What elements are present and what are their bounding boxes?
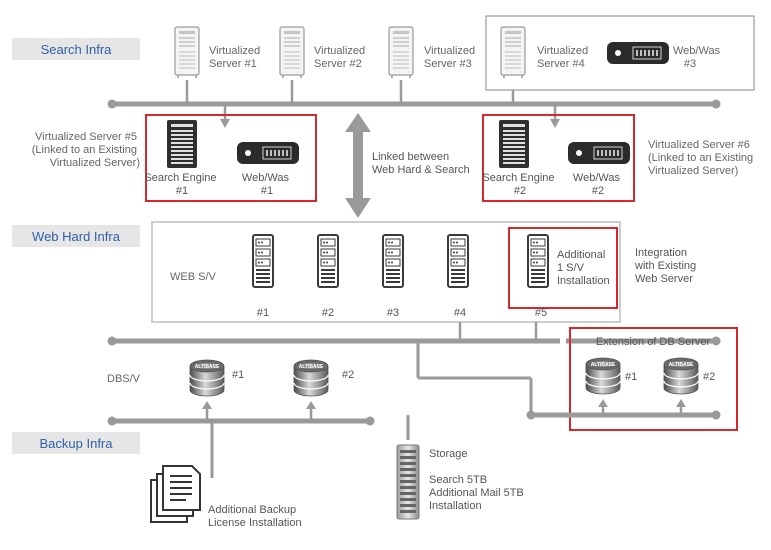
virtualized-server-5-group: [145, 114, 317, 202]
search-infra-label: Search Infra: [41, 42, 113, 57]
search-engine-1-icon: [167, 120, 197, 168]
virtualized-server-2-icon: [279, 26, 305, 79]
db-ext-1-num: #1: [625, 371, 637, 383]
web-was-2-icon: [567, 141, 631, 165]
web-server-2-num: #2: [322, 307, 334, 319]
virtualized-server-1-icon: [174, 26, 200, 79]
storage-details: Search 5TB Additional Mail 5TB Installat…: [429, 474, 527, 512]
web-hard-infra-banner: [12, 225, 140, 247]
virtualized-server-3-icon: [388, 26, 414, 79]
search-engine-1-label: Search Engine #1: [144, 172, 219, 197]
backup-infra-banner: [12, 432, 140, 454]
link-double-arrow: [345, 113, 371, 218]
dbsv-label: DBS/V: [107, 373, 141, 385]
db-2-brand: ALTIBASE: [299, 364, 324, 370]
db-ext-1-brand: ALTIBASE: [591, 362, 616, 368]
web-sv-label: WEB S/V: [170, 271, 217, 283]
db-1-brand: ALTIBASE: [195, 364, 220, 370]
storage-icon: [396, 444, 420, 520]
license-document-icon: [150, 465, 201, 523]
web-hard-infra-label: Web Hard Infra: [32, 229, 121, 244]
web-sv-box: [151, 221, 621, 323]
web-was-2-label: Web/Was #2: [573, 172, 623, 197]
backup-infra-label: Backup Infra: [40, 436, 114, 451]
web-server-5-num: #5: [535, 307, 547, 319]
db-extension-group: [569, 327, 738, 431]
search-infra-banner: [12, 38, 140, 60]
web-was-1-icon: [236, 141, 300, 165]
search-engine-2-icon: [499, 120, 529, 168]
virtualized-server-2-label: Virtualized Server #2: [314, 45, 368, 70]
link-label: Linked between Web Hard & Search: [372, 151, 470, 176]
web-server-4-icon: [447, 234, 469, 288]
db-ext-2-num: #2: [703, 371, 715, 383]
virtualized-server-3-label: Virtualized Server #3: [424, 45, 478, 70]
web-server-4-num: #4: [454, 307, 466, 319]
db-ext-2-brand: ALTIBASE: [669, 362, 694, 368]
web-server-1-num: #1: [257, 307, 269, 319]
web-was-3-icon: [606, 41, 670, 65]
db-2-num: #2: [342, 369, 354, 381]
web-server-5-icon: [527, 234, 549, 288]
web-server-1-icon: [252, 234, 274, 288]
additional-server-label: Additional 1 S/V Installation: [557, 249, 610, 287]
web-was-1-label: Web/Was #1: [242, 172, 292, 197]
virtualized-server-4-label: Virtualized Server #4: [537, 45, 591, 70]
virtualized-server-4-icon: [500, 26, 526, 79]
backup-license-label: Additional Backup License Installation: [208, 504, 302, 529]
db-1-num: #1: [232, 369, 244, 381]
additional-server-group: [508, 227, 618, 309]
web-server-3-icon: [382, 234, 404, 288]
storage-label: Storage: [429, 448, 468, 460]
web-server-3-num: #3: [387, 307, 399, 319]
virtualized-server-5-note: Virtualized Server #5 (Linked to an Exis…: [32, 131, 140, 169]
virtualized-server-1-label: Virtualized Server #1: [209, 45, 263, 70]
web-server-2-icon: [317, 234, 339, 288]
web-was-3-label: Web/Was #3: [673, 45, 723, 70]
virtualized-server-4-group: [485, 15, 755, 91]
virtualized-server-6-group: [482, 114, 635, 202]
virtualized-server-6-note: Virtualized Server #6 (Linked to an Exis…: [648, 139, 756, 177]
db-extension-title: Extension of DB Server: [596, 336, 711, 348]
search-engine-2-label: Search Engine #2: [482, 172, 557, 197]
integration-label: Integration with Existing Web Server: [634, 247, 699, 285]
